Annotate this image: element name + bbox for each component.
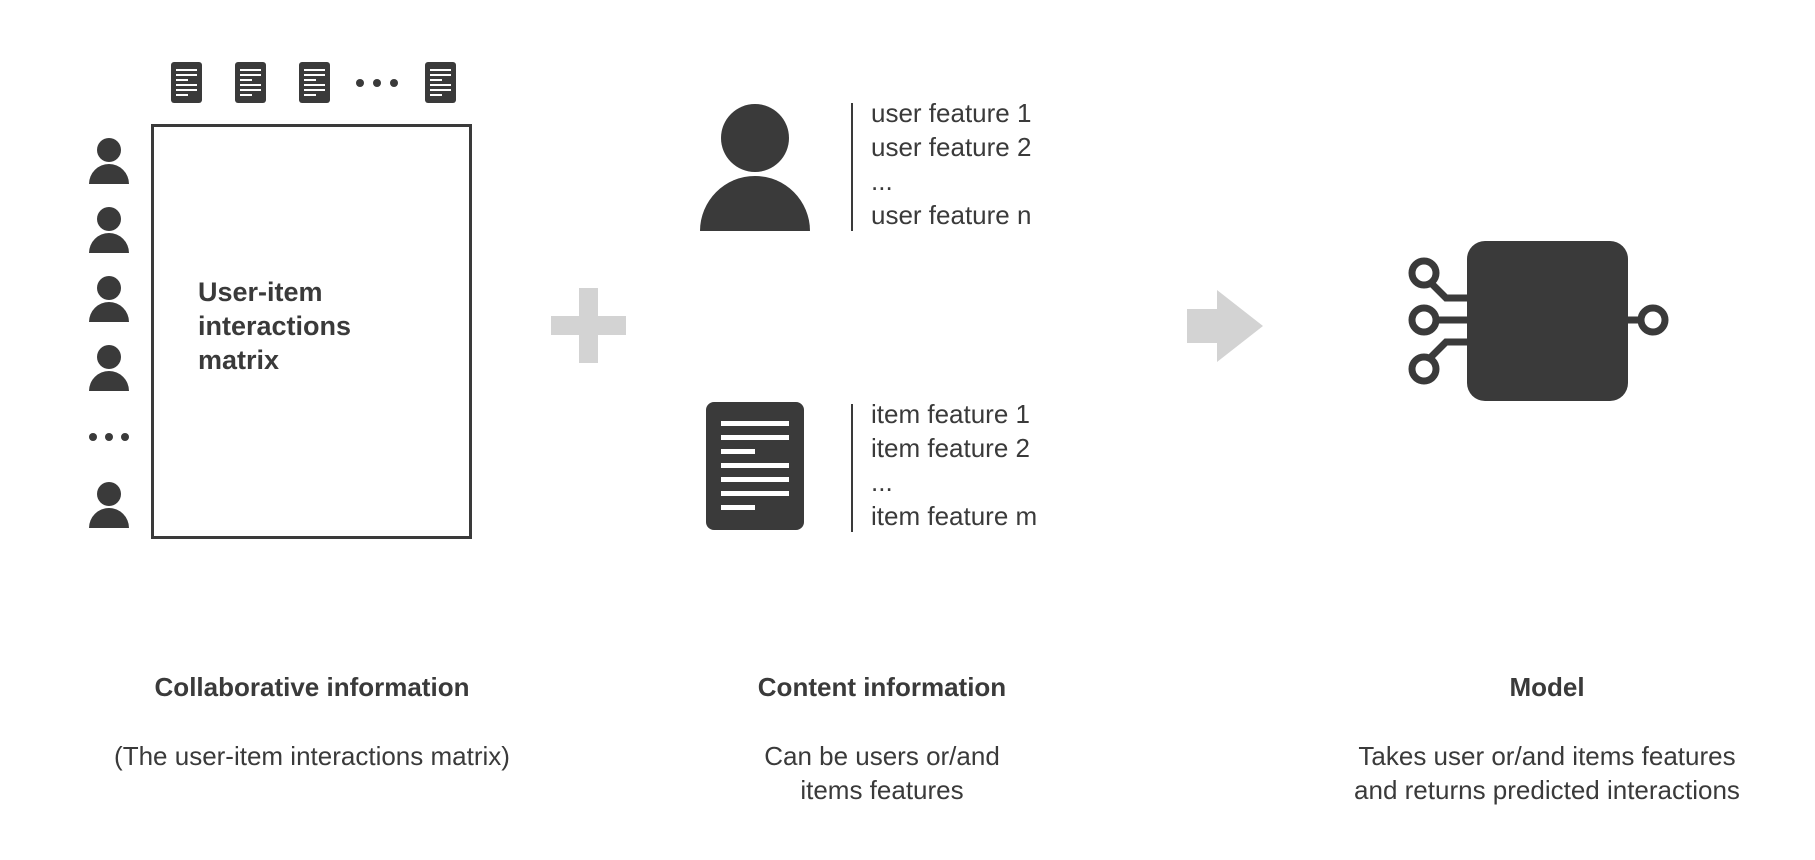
item-feature-item: ...	[871, 467, 893, 497]
user-features-list: user feature 1 user feature 2 ... user f…	[871, 96, 1031, 232]
user-icon	[89, 207, 129, 253]
model-description: Takes user or/and items features and ret…	[1354, 741, 1740, 805]
user-icon	[89, 138, 129, 184]
document-icon	[299, 62, 330, 103]
item-features-divider	[851, 404, 853, 532]
interactions-matrix-box	[151, 124, 472, 539]
content-description: Can be users or/and items features	[764, 741, 1000, 805]
document-icon	[425, 62, 456, 103]
collaborative-title: Collaborative information	[154, 672, 470, 702]
chip-icon	[1408, 241, 1669, 401]
matrix-label-line: matrix	[198, 345, 280, 375]
model-title: Model	[1509, 672, 1585, 702]
user-feature-item: user feature 1	[871, 98, 1032, 128]
matrix-label-line: User-item	[198, 277, 323, 307]
document-icon	[235, 62, 266, 103]
matrix-label: User-item interactions matrix	[198, 275, 418, 377]
user-feature-item: user feature n	[871, 200, 1032, 230]
user-feature-item: user feature 2	[871, 132, 1032, 162]
item-feature-item: item feature m	[871, 501, 1038, 531]
matrix-label-line: interactions	[198, 311, 352, 341]
user-feature-item: ...	[871, 166, 893, 196]
user-icon	[89, 345, 129, 391]
item-feature-item: item feature 1	[871, 399, 1030, 429]
document-icon	[706, 402, 804, 530]
user-icon	[89, 276, 129, 322]
plus-icon	[551, 288, 626, 363]
arrow-right-icon	[1187, 290, 1263, 362]
content-title: Content information	[757, 672, 1007, 702]
user-features-divider	[851, 103, 853, 231]
ellipsis-icon	[356, 79, 398, 87]
item-features-list: item feature 1 item feature 2 ... item f…	[871, 397, 1037, 533]
user-icon	[700, 104, 810, 231]
collaborative-description: (The user-item interactions matrix)	[114, 741, 510, 771]
item-feature-item: item feature 2	[871, 433, 1030, 463]
ellipsis-icon	[89, 433, 129, 441]
document-icon	[171, 62, 202, 103]
user-icon	[89, 482, 129, 528]
